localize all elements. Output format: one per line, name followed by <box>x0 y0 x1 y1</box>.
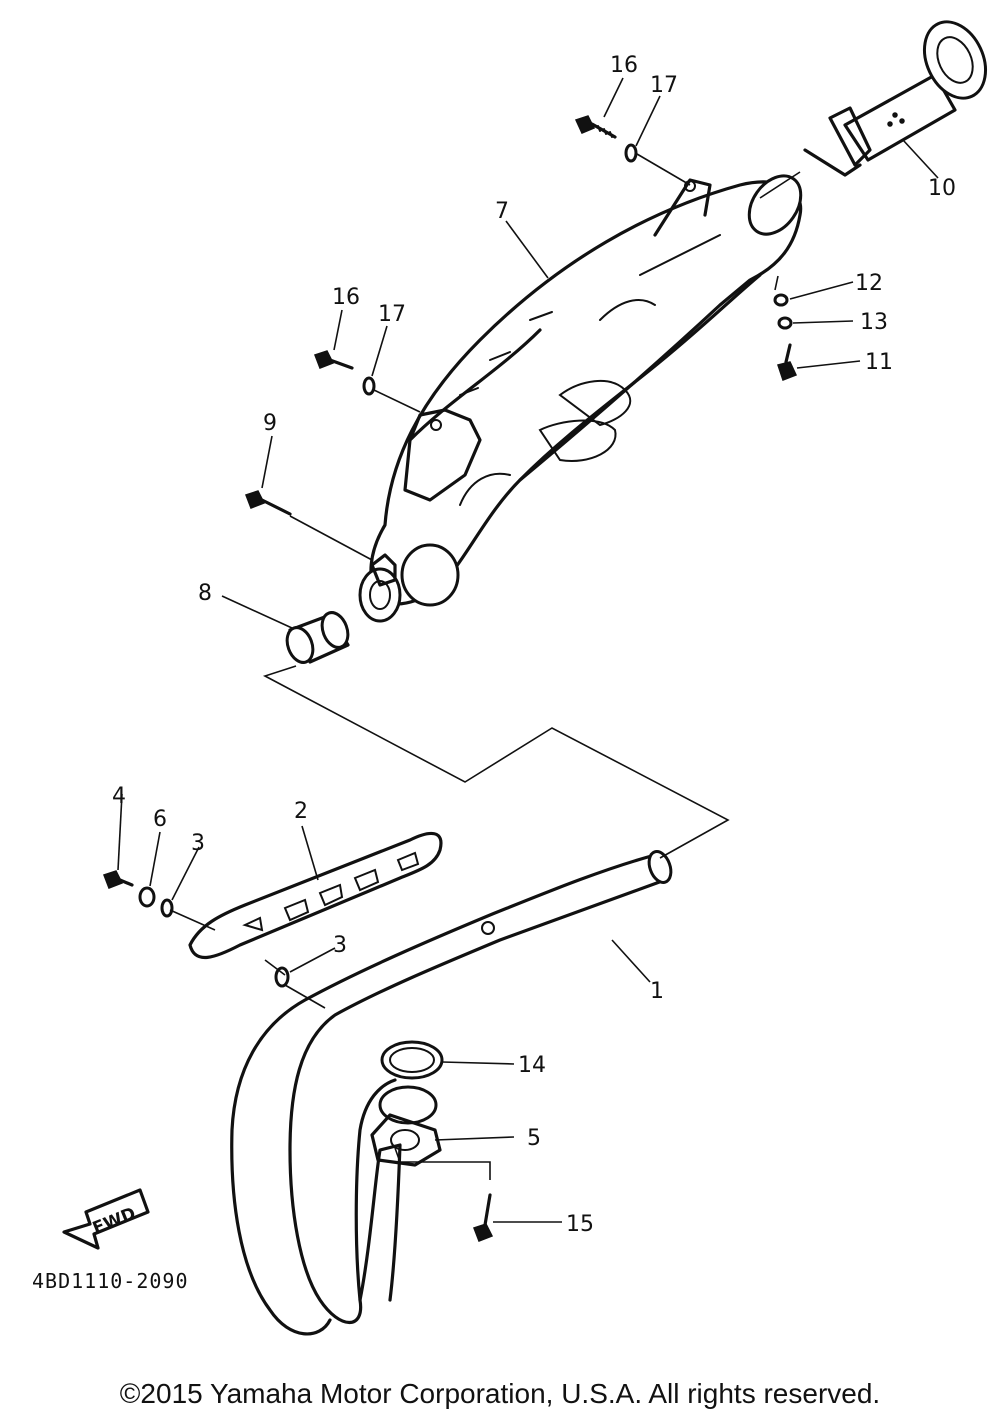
part-16-bolt-upper <box>574 115 617 139</box>
callout-6: 6 <box>153 807 167 832</box>
part-8-joint <box>285 611 350 664</box>
part-13-washer <box>777 316 793 330</box>
part-14-gasket <box>380 1040 444 1080</box>
leader-lines <box>117 77 939 1223</box>
part-12-washer <box>773 293 789 307</box>
callout-15: 15 <box>566 1212 594 1237</box>
part-5-flange <box>370 1085 442 1167</box>
copyright-notice: ©2015 Yamaha Motor Corporation, U.S.A. A… <box>119 1378 881 1409</box>
part-17-washer-upper <box>624 143 638 163</box>
callout-16-upper: 16 <box>610 53 638 78</box>
part-2-protector <box>188 831 443 960</box>
callout-8: 8 <box>198 581 212 606</box>
part-9-bolt <box>245 490 292 516</box>
part-1-exhaust-pipe <box>230 850 673 1336</box>
part-6-washer <box>138 886 156 908</box>
callout-11: 11 <box>865 350 893 375</box>
callout-16-lower: 16 <box>332 285 360 310</box>
callout-14: 14 <box>518 1053 546 1078</box>
callout-5: 5 <box>527 1126 541 1151</box>
part-15-bolt <box>473 1193 494 1242</box>
callout-7: 7 <box>495 199 509 224</box>
diagram-code: 4BD1110-2090 <box>32 1269 189 1293</box>
part-4-bolt <box>103 870 134 889</box>
callout-12: 12 <box>855 271 883 296</box>
callout-4: 4 <box>112 784 126 809</box>
callout-3-upper: 3 <box>191 831 205 856</box>
callout-1: 1 <box>650 979 664 1004</box>
fwd-arrow-icon: FWD <box>62 1188 150 1250</box>
part-17-washer-lower <box>362 376 376 396</box>
callout-9: 9 <box>263 411 277 436</box>
part-10-tail-pipe <box>803 20 987 177</box>
callout-17-upper: 17 <box>650 73 678 98</box>
callout-numbers: 16 17 10 7 12 16 17 13 11 9 8 4 2 6 3 3 … <box>112 53 956 1237</box>
callout-10: 10 <box>928 176 956 201</box>
callout-3-lower: 3 <box>333 933 347 958</box>
part-16-bolt-lower <box>314 350 354 370</box>
part-3-washer-lower <box>274 966 290 988</box>
callout-2: 2 <box>294 799 308 824</box>
part-11-bolt <box>777 343 798 381</box>
callout-17-lower: 17 <box>378 302 406 327</box>
callout-13: 13 <box>860 310 888 335</box>
part-7-muffler <box>358 174 803 623</box>
part-3-washer-upper <box>160 898 174 918</box>
